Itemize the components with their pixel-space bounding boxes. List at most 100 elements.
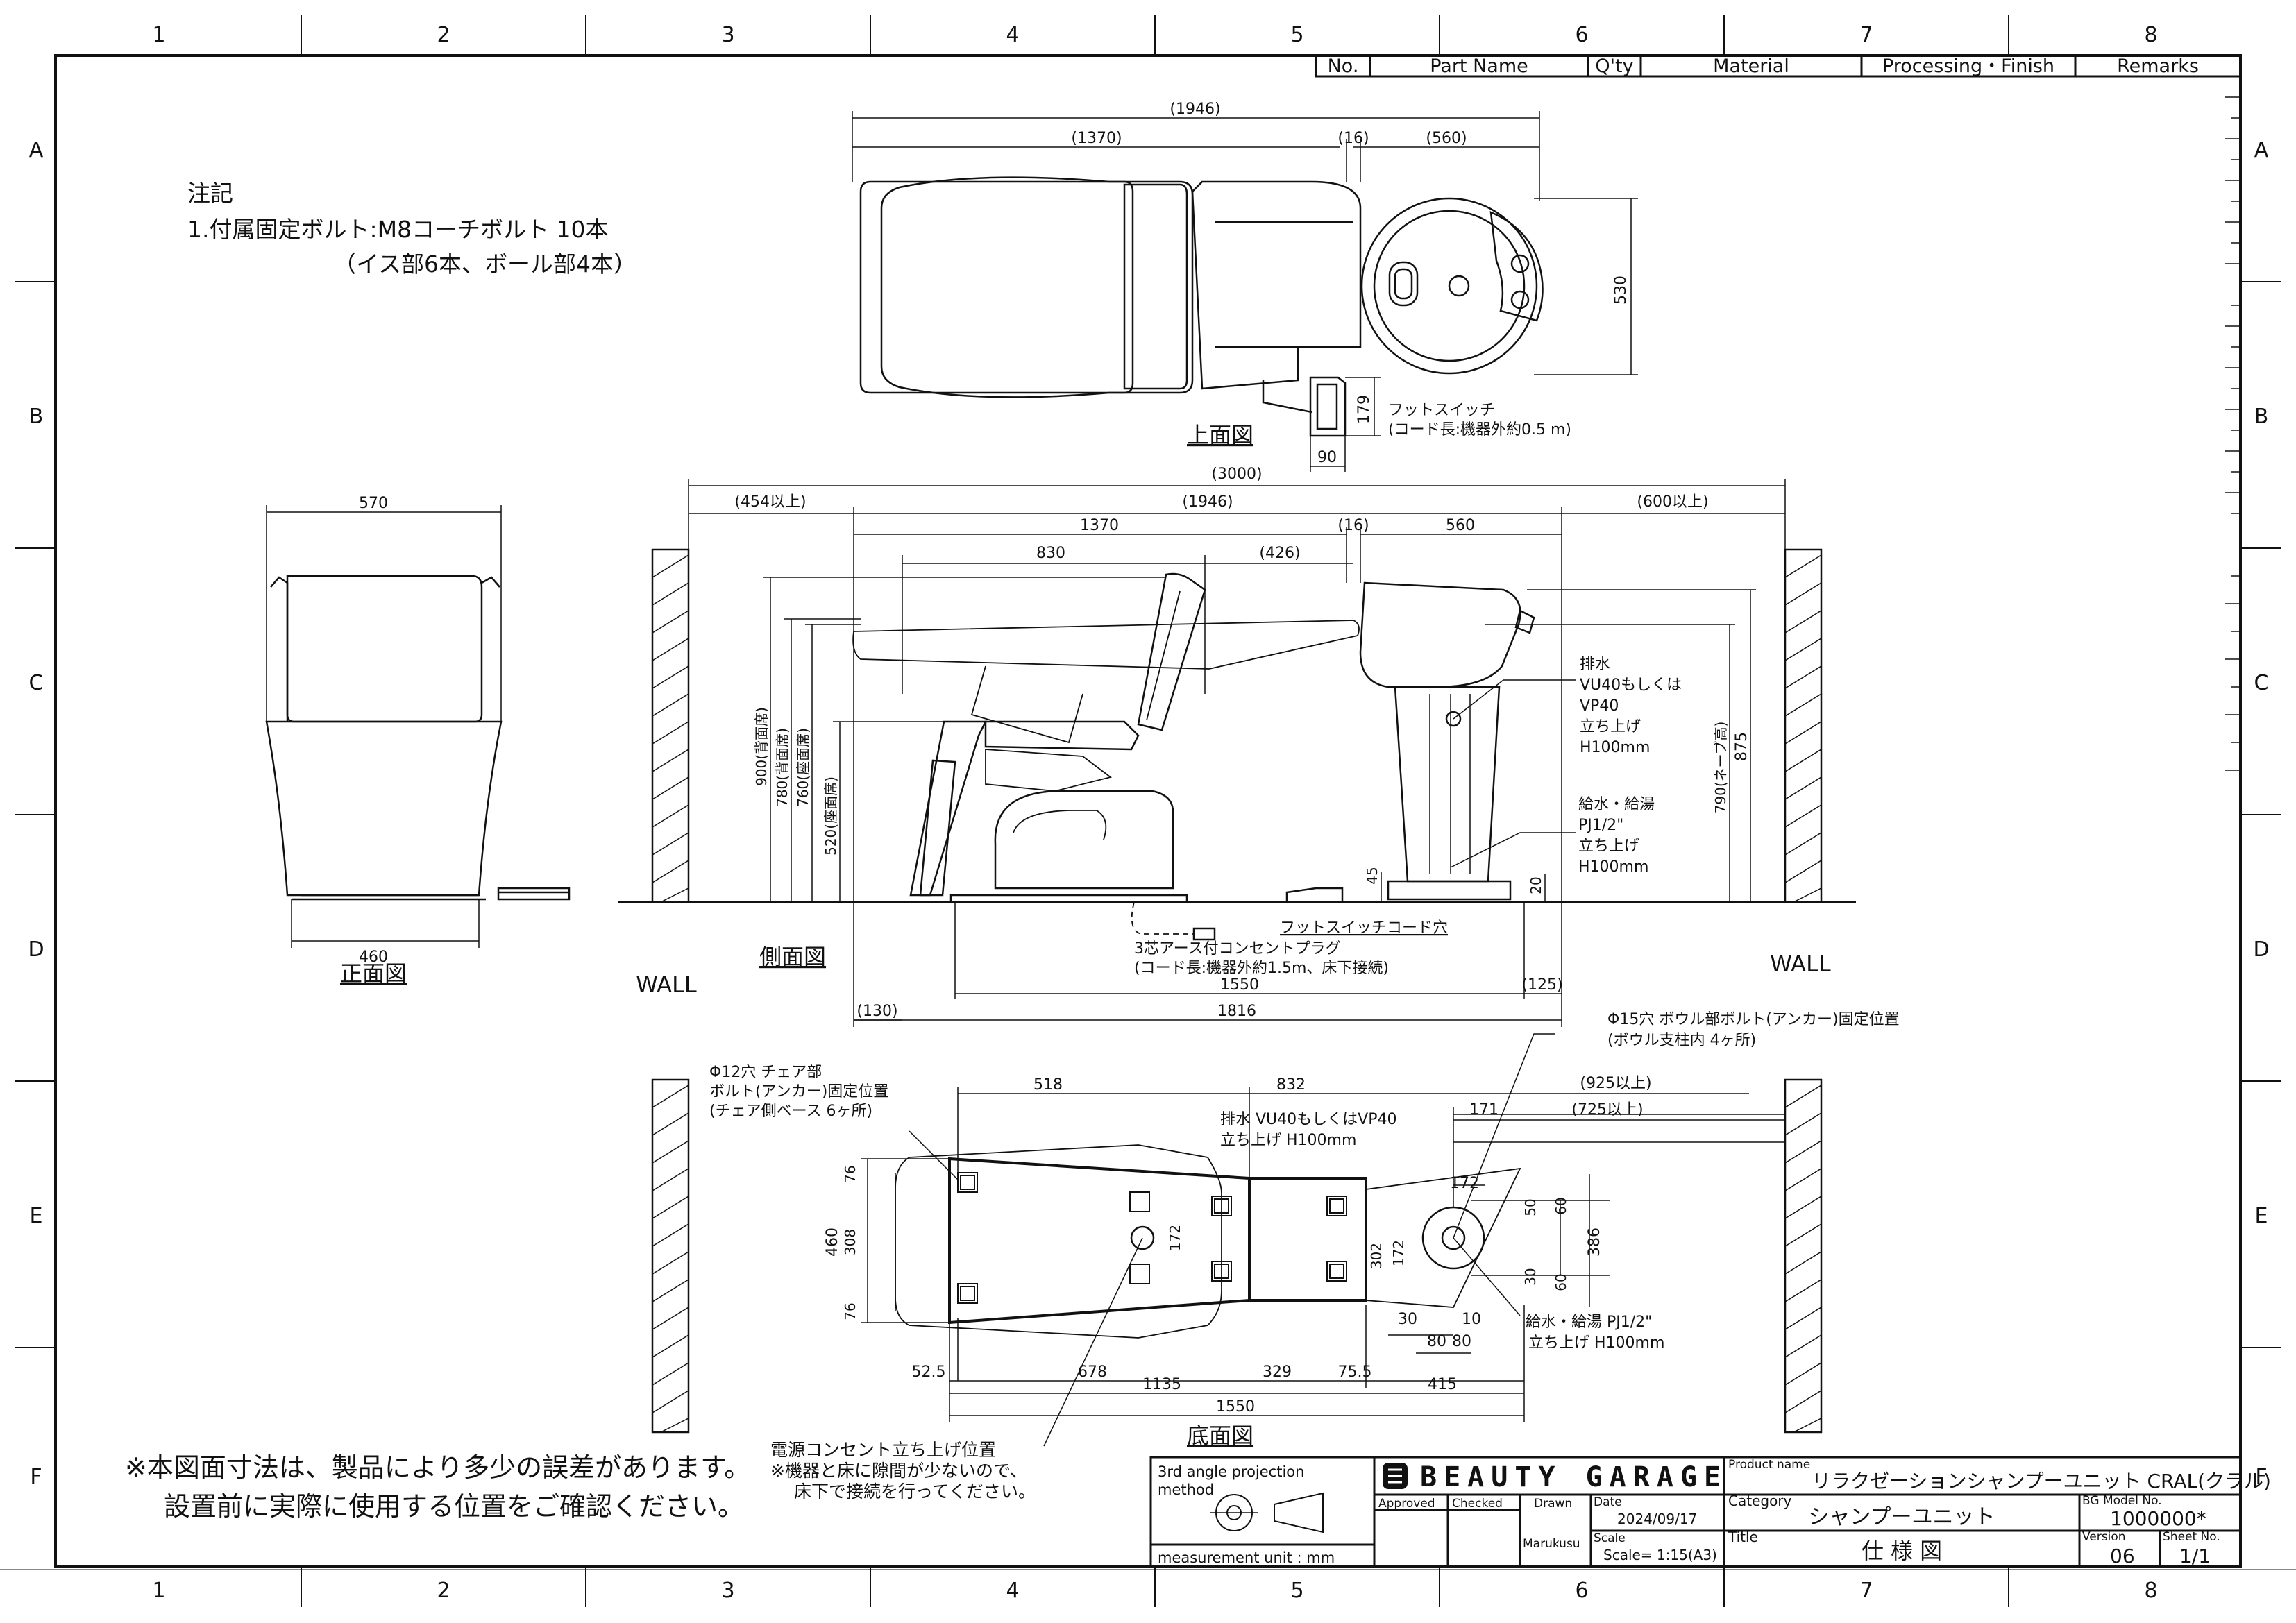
dim-label: 760(座面席) bbox=[795, 728, 811, 807]
drawing-title: 仕 様 図 bbox=[1862, 1538, 1942, 1564]
dim-label: 60 bbox=[1553, 1197, 1569, 1214]
version-value: 06 bbox=[2110, 1545, 2135, 1567]
row-label: E bbox=[30, 1204, 43, 1228]
bowl-hole-note: Φ15穴 ボウル部ボルト(アンカー)固定位置 bbox=[1607, 1011, 1900, 1028]
product-name: リラクゼーションシャンプーユニット CRAL(クラル) bbox=[1812, 1470, 2271, 1493]
bottom-view bbox=[651, 1033, 1823, 1447]
drawn-label: Drawn bbox=[1534, 1497, 1572, 1511]
disclaimer-line: 設置前に実際に使用する位置をご確認ください。 bbox=[164, 1491, 744, 1522]
title-label: Title bbox=[1728, 1529, 1758, 1545]
supply-note: 立ち上げ H100mm bbox=[1528, 1334, 1664, 1352]
dim-label: 832 bbox=[1276, 1076, 1306, 1094]
supply-note: 給水・給湯 bbox=[1578, 796, 1655, 813]
dim-label: 560 bbox=[1446, 517, 1475, 534]
dim-label: 172 bbox=[1167, 1225, 1183, 1251]
table-header: Remarks bbox=[2117, 56, 2199, 77]
dim-label: (560) bbox=[1426, 130, 1467, 147]
dim-label: (454以上) bbox=[734, 493, 806, 511]
frame bbox=[0, 15, 2296, 1607]
bottom-view-notes: Φ15穴 ボウル部ボルト(アンカー)固定位置 (ボウル支柱内 4ヶ所) Φ12穴… bbox=[709, 1011, 1900, 1502]
dim-label: 790(ネーブ高) bbox=[1712, 722, 1729, 814]
right-wall bbox=[1784, 548, 1823, 903]
drawn-by: Marukusu bbox=[1523, 1537, 1580, 1551]
dim-label: 1550 bbox=[1220, 976, 1259, 994]
col-label: 2 bbox=[437, 23, 450, 47]
sheet-label: Sheet No. bbox=[2163, 1530, 2220, 1544]
col-label: 3 bbox=[721, 23, 734, 47]
outlet-note: ※機器と床に隙間が少ないので、 bbox=[770, 1461, 1027, 1481]
view-title-bottom: 底面図 bbox=[1187, 1422, 1253, 1449]
bowl-hole-sub: (ボウル支柱内 4ヶ所) bbox=[1607, 1032, 1756, 1049]
bottom-right-wall bbox=[1784, 1078, 1823, 1434]
wall-label-right: WALL bbox=[1770, 951, 1831, 977]
dim-label: (600以上) bbox=[1637, 493, 1708, 511]
notes-title: 注記 bbox=[187, 180, 233, 207]
dim-label: 329 bbox=[1263, 1363, 1292, 1381]
projection-method: method bbox=[1158, 1481, 1214, 1498]
table-header: Part Name bbox=[1430, 56, 1528, 77]
col-label: 5 bbox=[1290, 23, 1303, 47]
chair-hole-sub: (チェア側ベース 6ヶ所) bbox=[709, 1103, 872, 1120]
dim-label: (426) bbox=[1259, 545, 1300, 562]
dim-label: 518 bbox=[1033, 1076, 1063, 1094]
dim-label: 10 bbox=[1462, 1311, 1481, 1328]
col-label: 4 bbox=[1006, 1579, 1019, 1603]
dim-label: 80 bbox=[1452, 1333, 1471, 1350]
dim-label: (1946) bbox=[1170, 101, 1220, 118]
drain-note: 立ち上げ H100mm bbox=[1220, 1132, 1356, 1149]
front-view bbox=[265, 505, 571, 948]
row-label: C bbox=[2254, 671, 2269, 695]
dim-label: 415 bbox=[1428, 1376, 1457, 1393]
dim-label: 30 bbox=[1398, 1311, 1417, 1328]
supply-note: 給水・給湯 PJ1/2" bbox=[1526, 1314, 1652, 1331]
dim-label: 20 bbox=[1528, 876, 1544, 894]
supply-note: H100mm bbox=[1578, 858, 1648, 876]
col-label: 4 bbox=[1006, 23, 1019, 47]
dim-label: 30 bbox=[1522, 1268, 1539, 1285]
dim-label: 50 bbox=[1522, 1198, 1539, 1216]
row-label: C bbox=[29, 671, 44, 695]
dim-label: 780(背面席) bbox=[774, 728, 791, 807]
dim-label: 60 bbox=[1553, 1273, 1569, 1291]
drain-note: 排水 VU40もしくはVP40 bbox=[1220, 1111, 1396, 1128]
chair-hole-note: ボルト(アンカー)固定位置 bbox=[709, 1083, 888, 1101]
bowl-outer bbox=[1360, 197, 1538, 375]
supply-note: PJ1/2" bbox=[1578, 817, 1623, 834]
category-value: シャンプーユニット bbox=[1808, 1505, 1995, 1529]
model-label: BG Model No. bbox=[2082, 1494, 2162, 1508]
col-label: 6 bbox=[1575, 1579, 1588, 1603]
dim-label: 76 bbox=[842, 1302, 859, 1320]
wall-label-left: WALL bbox=[636, 971, 697, 998]
col-label: 6 bbox=[1575, 23, 1588, 47]
foot-cord-hole: フットスイッチコード穴 bbox=[1280, 919, 1448, 937]
left-wall bbox=[651, 548, 690, 903]
dim-label: 75.5 bbox=[1338, 1363, 1372, 1381]
row-label: E bbox=[2255, 1204, 2268, 1228]
dim-label: 172 bbox=[1390, 1240, 1407, 1266]
drain-note: VU40もしくは bbox=[1580, 677, 1682, 694]
disclaimer: ※本図面寸法は、製品により多少の誤差があります。 設置前に実際に使用する位置をご… bbox=[125, 1452, 750, 1522]
product-label: Product name bbox=[1728, 1458, 1810, 1472]
disclaimer-line: ※本図面寸法は、製品により多少の誤差があります。 bbox=[125, 1452, 750, 1483]
row-label: A bbox=[2254, 138, 2269, 162]
row-label: A bbox=[29, 138, 44, 162]
dim-label: 172 bbox=[1450, 1175, 1479, 1192]
checked-label: Checked bbox=[1452, 1497, 1503, 1511]
drain-note: H100mm bbox=[1580, 739, 1650, 756]
dim-label: 1370 bbox=[1080, 517, 1119, 534]
model-number: 1000000* bbox=[2110, 1507, 2206, 1530]
dim-label: 530 bbox=[1612, 275, 1630, 305]
table-header: Q'ty bbox=[1595, 56, 1633, 77]
side-view-notes: 排水 VU40もしくは VP40 立ち上げ H100mm 給水・給湯 PJ1/2… bbox=[1134, 656, 1682, 977]
view-title-top: 上面図 bbox=[1187, 422, 1253, 448]
dim-label: 460 bbox=[824, 1227, 841, 1257]
category-label: Category bbox=[1728, 1493, 1792, 1509]
zone-labels: 1 2 3 4 5 6 7 8 1 2 3 4 5 6 7 8 A B C D … bbox=[28, 23, 2269, 1603]
dim-label: 386 bbox=[1586, 1227, 1603, 1257]
scale-label: Scale bbox=[1594, 1531, 1626, 1545]
dim-label: (725以上) bbox=[1571, 1101, 1643, 1119]
foot-switch-label: フットスイッチ bbox=[1388, 402, 1495, 419]
row-label: F bbox=[30, 1465, 42, 1489]
dim-label: (3000) bbox=[1211, 466, 1262, 483]
